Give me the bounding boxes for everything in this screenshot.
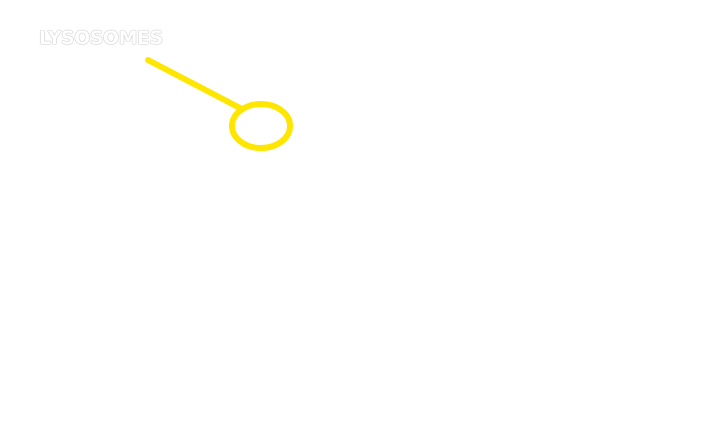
lysosomes-label: LYSOSOMES <box>39 27 163 49</box>
pointer-line <box>145 57 243 111</box>
highlight-circle <box>229 101 293 151</box>
